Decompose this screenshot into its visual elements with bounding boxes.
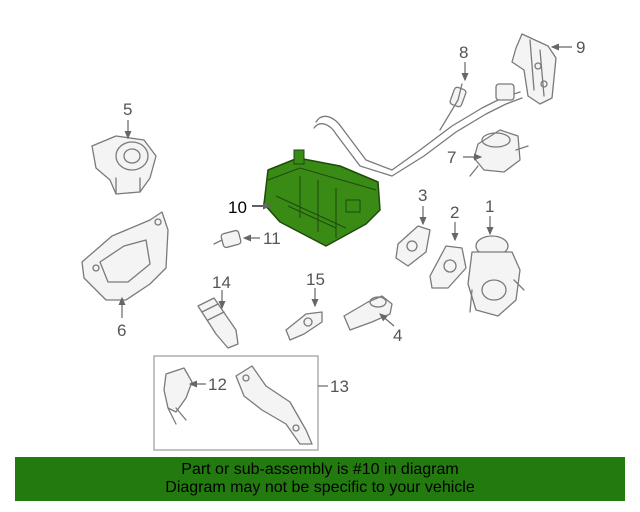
- leak-detection-pump-part[interactable]: [91, 135, 157, 195]
- callout-1: 1: [485, 197, 494, 216]
- sensor-15-part[interactable]: [285, 311, 323, 341]
- connector-part[interactable]: [213, 229, 242, 249]
- callout-3: 3: [418, 186, 427, 205]
- check-valve-part[interactable]: [163, 367, 193, 425]
- callout-15: 15: [306, 270, 325, 289]
- parts-diagram: 9 8 7 5 6 10: [81, 33, 585, 451]
- valve-assembly-part[interactable]: [467, 235, 525, 317]
- callout-11: 11: [263, 229, 281, 248]
- purge-valve-part[interactable]: [469, 129, 529, 177]
- sub-assembly-bracket-part[interactable]: [235, 365, 313, 445]
- callout-9: 9: [576, 38, 585, 57]
- bracket-part[interactable]: [511, 33, 557, 105]
- vapor-hose-part[interactable]: [313, 83, 523, 177]
- callout-4: 4: [393, 326, 402, 345]
- callout-6: 6: [117, 321, 126, 340]
- callout-14: 14: [212, 273, 231, 292]
- gasket-part[interactable]: [395, 225, 431, 267]
- sensor-14-part[interactable]: [197, 297, 239, 349]
- callout-10: 10: [228, 198, 247, 217]
- sub-assembly-box: [153, 355, 319, 451]
- valve-plate-part[interactable]: [429, 245, 467, 289]
- mounting-bracket-part[interactable]: [81, 211, 169, 301]
- callout-5: 5: [123, 100, 132, 119]
- banner-line-1: Part or sub-assembly is #10 in diagram: [181, 461, 459, 478]
- callout-8: 8: [459, 43, 468, 62]
- charcoal-canister-part[interactable]: [263, 149, 381, 247]
- callout-13: 13: [330, 377, 349, 396]
- info-banner: Part or sub-assembly is #10 in diagram D…: [15, 457, 625, 501]
- banner-line-2: Diagram may not be specific to your vehi…: [165, 479, 475, 496]
- sensor-4-part[interactable]: [343, 295, 393, 331]
- callout-2: 2: [450, 203, 459, 222]
- callout-7: 7: [447, 148, 456, 167]
- callout-12: 12: [208, 375, 227, 394]
